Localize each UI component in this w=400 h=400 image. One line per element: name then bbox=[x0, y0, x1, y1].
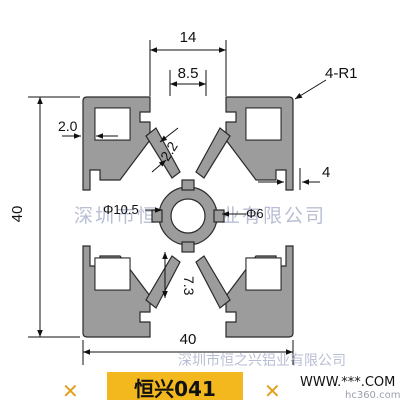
dim-top-width: 14 bbox=[180, 29, 197, 46]
dim-slot-width: 8.5 bbox=[178, 65, 199, 82]
web-bottom-left bbox=[145, 255, 181, 309]
core-key-bottom bbox=[181, 241, 195, 253]
dim-height: 40 bbox=[9, 206, 26, 223]
core-key-right bbox=[213, 209, 225, 223]
dim-bore-inner: Φ6 bbox=[246, 206, 264, 221]
star-icon-right: ✕ bbox=[264, 379, 281, 400]
watermark-bottom: 深圳市恒之兴铝业有限公司 bbox=[178, 352, 346, 369]
dim-lip: 4 bbox=[322, 164, 330, 181]
star-icon-left: ✕ bbox=[62, 379, 79, 400]
banner-model-label: 恒兴041 bbox=[134, 377, 216, 400]
web-top-right bbox=[195, 127, 231, 179]
dim-width: 40 bbox=[180, 331, 197, 348]
chamber-bottom-right bbox=[245, 257, 282, 291]
core-key-left bbox=[151, 209, 163, 223]
core-key-top bbox=[181, 179, 195, 191]
dim-corner-radius: 4-R1 bbox=[325, 65, 358, 82]
dim-bore-outer: Φ10.5 bbox=[103, 202, 139, 217]
banner-background bbox=[107, 372, 243, 400]
chamber-top-right bbox=[245, 107, 282, 141]
model-banner: 恒兴041 bbox=[107, 372, 243, 400]
chamber-bottom-left bbox=[94, 257, 131, 291]
chamber-top-left bbox=[94, 107, 131, 141]
watermark-corner: hc360.com bbox=[345, 390, 400, 400]
watermark-site: WWW.***.COM bbox=[300, 375, 395, 390]
dim-slot-depth: 7.3 bbox=[181, 276, 197, 296]
core-bore bbox=[170, 198, 206, 234]
dim-wall: 2.0 bbox=[58, 118, 78, 134]
web-bottom-right bbox=[195, 255, 231, 309]
